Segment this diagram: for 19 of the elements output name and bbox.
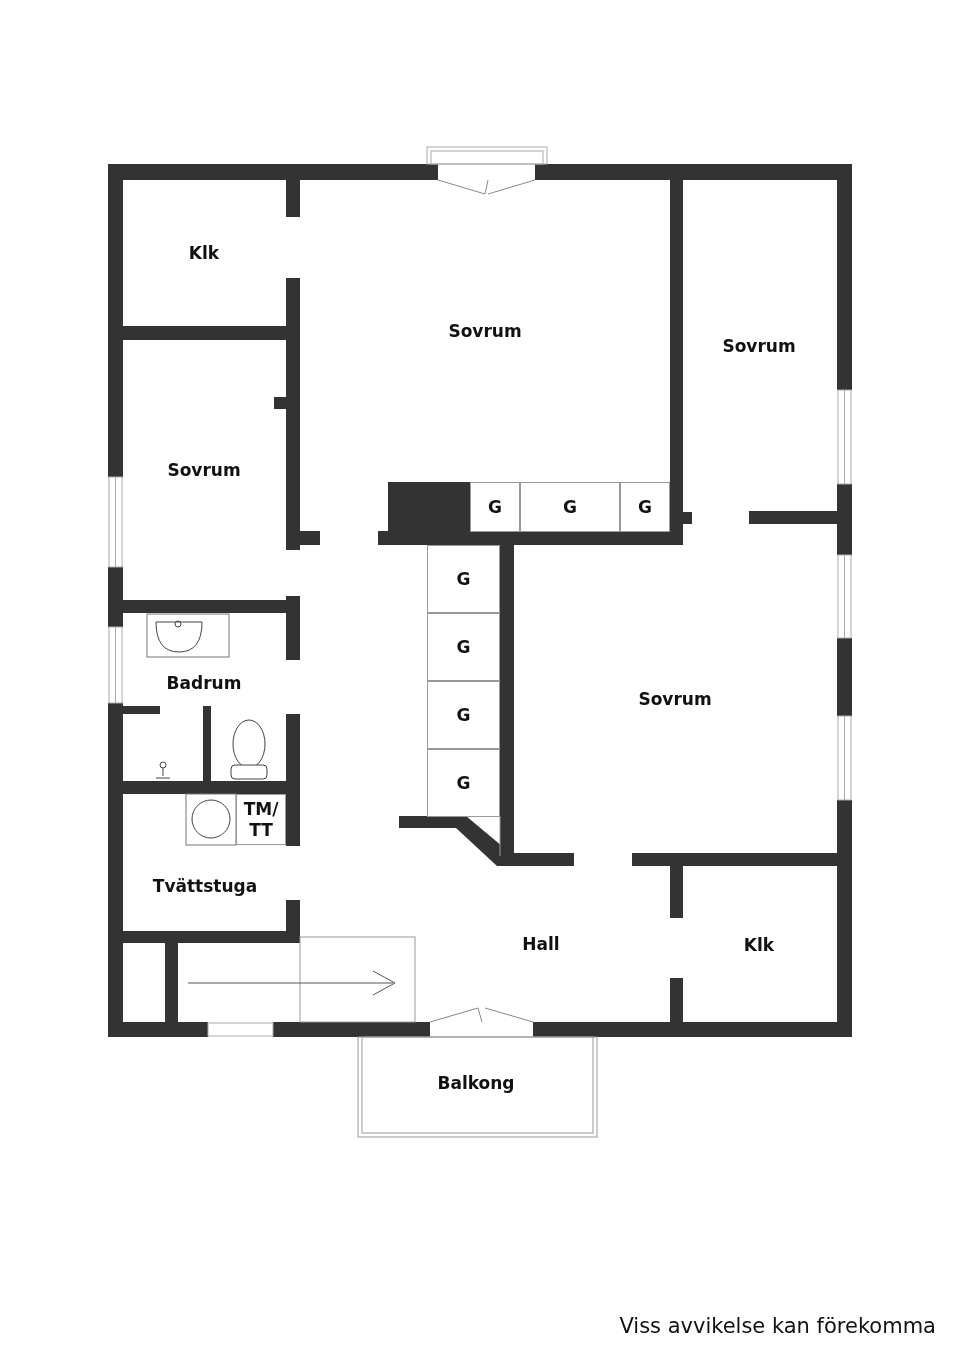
room-label: Balkong (437, 1073, 515, 1093)
room-label: Hall (522, 934, 560, 954)
room-label: Klk (743, 935, 775, 955)
wardrobe-box: G (427, 613, 500, 681)
wardrobe-box: G (520, 482, 620, 532)
wardrobe-box: G (427, 681, 500, 749)
dryer-box: TM/ TT (236, 794, 286, 845)
room-label: Badrum (166, 673, 242, 693)
disclaimer-text: Viss avvikelse kan förekomma (619, 1314, 936, 1338)
wardrobe-box: G (620, 482, 670, 532)
room-label: Sovrum (167, 460, 241, 480)
wardrobe-box: G (470, 482, 520, 532)
room-label: Klk (188, 243, 220, 263)
wardrobe-box: G (427, 545, 500, 613)
room-label: Sovrum (722, 336, 796, 356)
room-label: Sovrum (448, 321, 522, 341)
room-label: Sovrum (638, 689, 712, 709)
room-label: Tvättstuga (152, 876, 258, 896)
wardrobe-box: G (427, 749, 500, 817)
